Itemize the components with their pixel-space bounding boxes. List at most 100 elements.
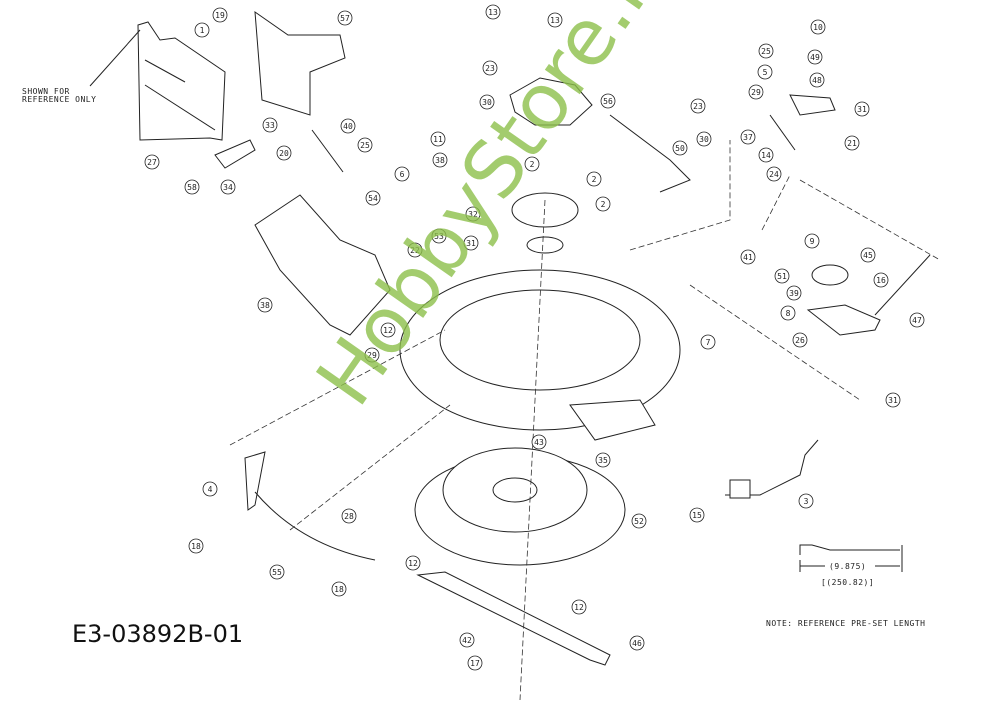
callout-12: 12	[405, 555, 421, 571]
callout-number: 33	[265, 121, 275, 130]
callout-circle	[696, 131, 712, 147]
callout-number: 2	[530, 160, 535, 169]
callout-number: 25	[360, 141, 370, 150]
callout-circle	[595, 452, 611, 468]
dimension-mm: [(250.82)]	[821, 578, 874, 587]
baffle-part	[244, 451, 266, 511]
callout-number: 29	[367, 351, 377, 360]
reference-note-line2: REFERENCE ONLY	[22, 95, 96, 104]
callout-circle	[276, 145, 292, 161]
callout-circle	[340, 118, 356, 134]
callout-number: 46	[632, 639, 642, 648]
callout-circle	[184, 179, 200, 195]
reference-panel	[89, 21, 226, 141]
callout-circle	[380, 322, 396, 338]
callout-number: 18	[334, 585, 344, 594]
callout-number: 12	[383, 326, 393, 335]
callout-circle	[629, 635, 645, 651]
callout-25: 25	[758, 43, 774, 59]
callout-circle	[479, 94, 495, 110]
callout-number: 13	[488, 8, 498, 17]
callout-circle	[854, 101, 870, 117]
callout-number: 14	[761, 151, 771, 160]
callout-52: 52	[631, 513, 647, 529]
callout-15: 15	[689, 507, 705, 523]
callout-29: 29	[748, 84, 764, 100]
callout-number: 54	[368, 194, 378, 203]
callout-number: 41	[743, 253, 753, 262]
callout-circle	[202, 481, 218, 497]
callout-47: 47	[909, 312, 925, 328]
callout-circle	[482, 60, 498, 76]
callout-number: 3	[804, 497, 809, 506]
callout-12: 12	[380, 322, 396, 338]
callout-number: 23	[485, 64, 495, 73]
callout-38: 38	[257, 297, 273, 313]
callout-circle	[341, 508, 357, 524]
preset-length-note: NOTE: REFERENCE PRE-SET LENGTH	[766, 619, 926, 628]
callout-number: 31	[466, 239, 476, 248]
callout-number: 12	[574, 603, 584, 612]
callout-6: 6	[394, 166, 410, 182]
callout-number: 21	[847, 139, 857, 148]
callout-circle	[220, 179, 236, 195]
callout-40: 40	[340, 118, 356, 134]
dimension-inches: (9.875)	[829, 562, 866, 571]
callout-circle	[188, 538, 204, 554]
callout-number: 22	[410, 246, 420, 255]
callout-18: 18	[188, 538, 204, 554]
callout-number: 24	[769, 170, 779, 179]
callout-number: 18	[191, 542, 201, 551]
callout-16: 16	[873, 272, 889, 288]
callout-30: 30	[696, 131, 712, 147]
callout-3: 3	[798, 493, 814, 509]
callout-circle	[485, 4, 501, 20]
callout-circle	[262, 117, 278, 133]
callout-54: 54	[365, 190, 381, 206]
callout-7: 7	[700, 334, 716, 350]
callout-42: 42	[459, 632, 475, 648]
idler-pulley	[811, 264, 849, 286]
callout-number: 31	[857, 105, 867, 114]
callout-number: 31	[888, 396, 898, 405]
callout-circle	[144, 154, 160, 170]
callout-number: 17	[470, 659, 480, 668]
callout-circle	[467, 655, 483, 671]
callout-circle	[463, 235, 479, 251]
reference-note-line1: SHOWN FOR	[22, 87, 70, 96]
callout-circle	[798, 493, 814, 509]
callout-28: 28	[341, 508, 357, 524]
callout-49: 49	[807, 49, 823, 65]
callout-13: 13	[547, 12, 563, 28]
callout-10: 10	[810, 19, 826, 35]
callout-number: 40	[343, 122, 353, 131]
callout-57: 57	[337, 10, 353, 26]
discharge-chute	[254, 194, 391, 336]
callout-38: 38	[432, 152, 448, 168]
callout-37: 37	[740, 129, 756, 145]
callout-25: 25	[357, 137, 373, 153]
callout-number: 30	[699, 135, 709, 144]
callout-number: 38	[435, 156, 445, 165]
callout-number: 57	[340, 14, 350, 23]
callout-circle	[780, 305, 796, 321]
callout-2: 2	[586, 171, 602, 187]
callout-circle	[331, 581, 347, 597]
callout-2: 2	[524, 156, 540, 172]
callout-number: 12	[408, 559, 418, 568]
callout-circle	[672, 140, 688, 156]
callout-circle	[757, 64, 773, 80]
callout-number: 20	[279, 149, 289, 158]
callout-9: 9	[804, 233, 820, 249]
callout-39: 39	[786, 285, 802, 301]
callout-8: 8	[780, 305, 796, 321]
callout-20: 20	[276, 145, 292, 161]
callout-45: 45	[860, 247, 876, 263]
callout-1: 1	[194, 22, 210, 38]
callout-number: 37	[743, 133, 753, 142]
callout-circle	[212, 7, 228, 23]
mower-blade	[416, 571, 611, 666]
callout-number: 13	[550, 16, 560, 25]
callout-50: 50	[672, 140, 688, 156]
callout-number: 15	[692, 511, 702, 520]
